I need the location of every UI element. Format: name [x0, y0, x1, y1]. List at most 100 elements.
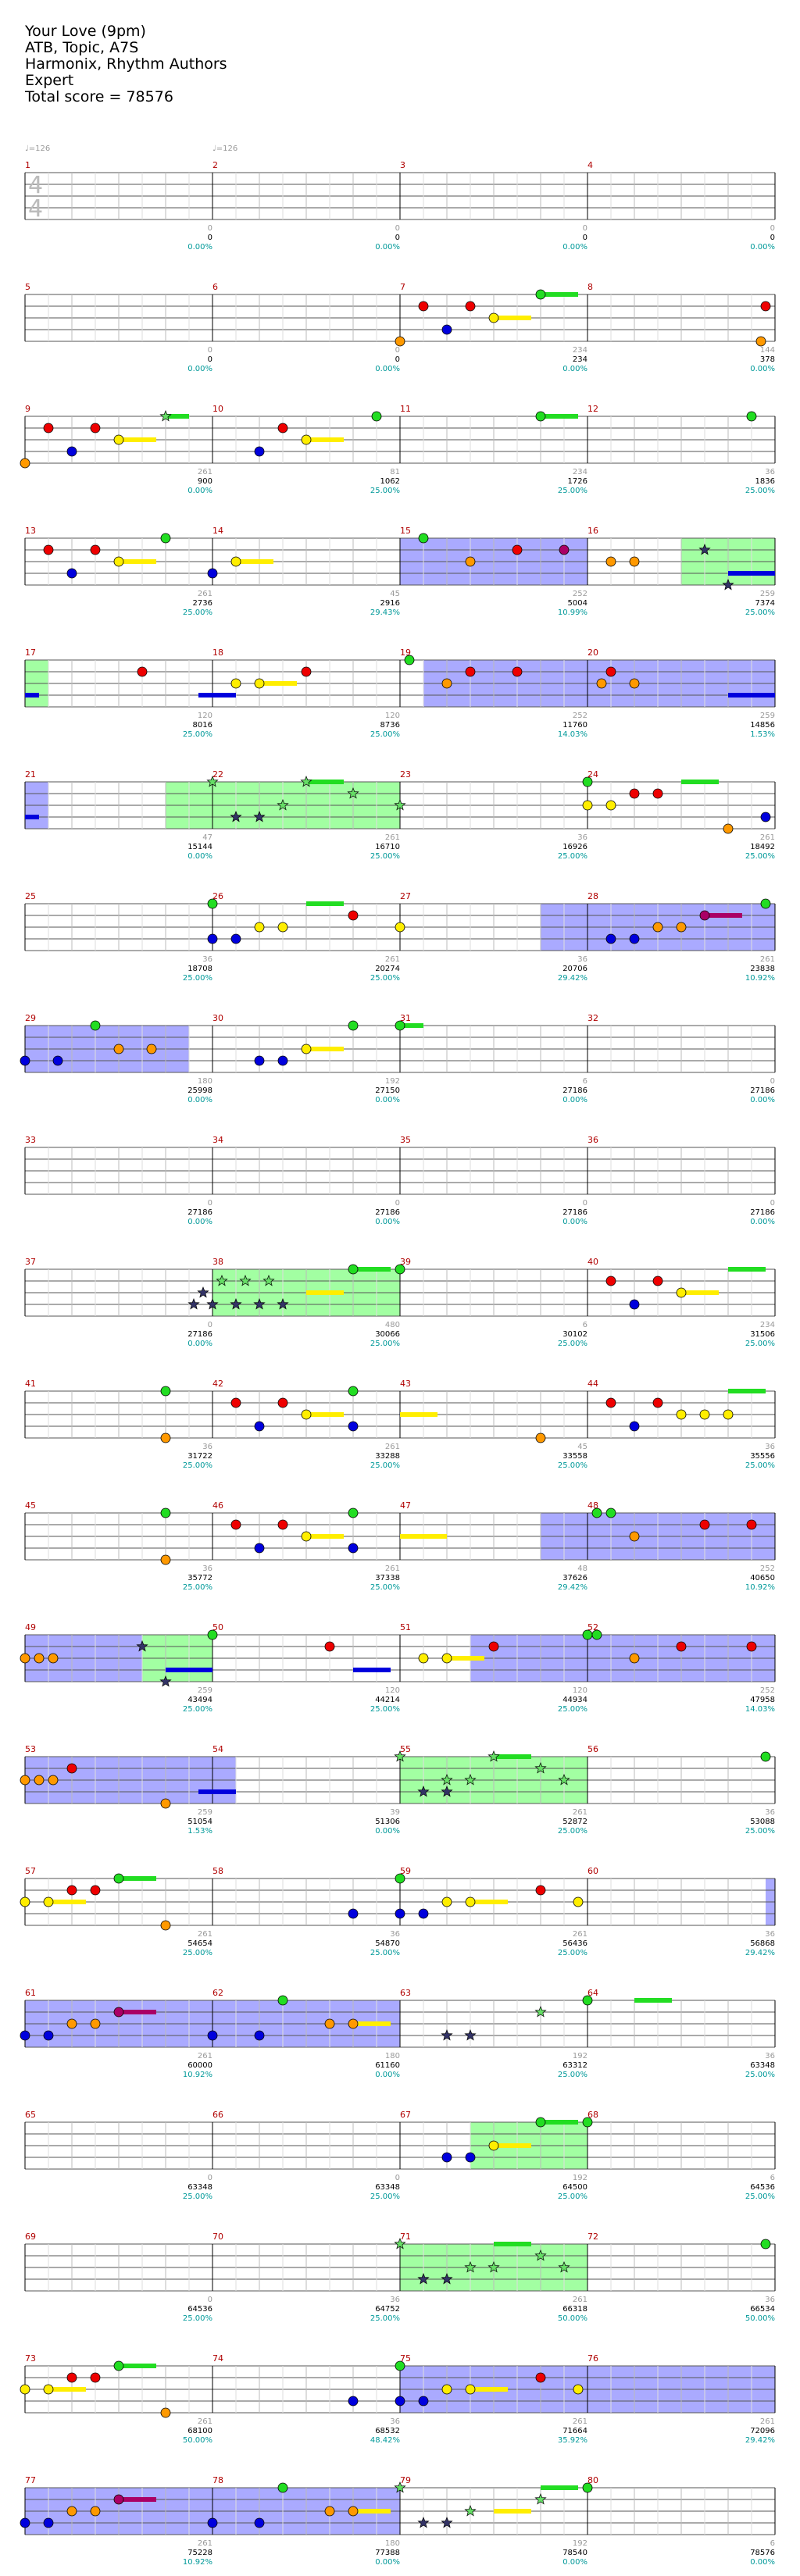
star-note	[464, 2261, 477, 2273]
star-note	[534, 2250, 547, 2261]
song-artist: ATB, Topic, A7S	[25, 39, 139, 56]
star-note	[441, 1774, 453, 1786]
note-gem	[605, 1397, 616, 1408]
measure-score: 234	[573, 468, 588, 476]
note-gem	[629, 1531, 640, 1542]
cumulative-score: 72096	[750, 2427, 775, 2435]
note-gem	[254, 678, 265, 689]
note-gem	[207, 933, 218, 944]
star-note	[534, 2006, 547, 2018]
measure-score: 120	[198, 712, 212, 720]
cumulative-score: 14856	[750, 721, 775, 730]
note-gem	[629, 1299, 640, 1310]
cumulative-score: 44214	[375, 1696, 400, 1704]
star-note	[488, 2261, 500, 2273]
note-gem	[418, 2396, 429, 2407]
star-power-percent: 25.00%	[183, 2192, 212, 2201]
note-gem	[488, 2140, 499, 2151]
star-power-percent: 0.00%	[562, 243, 588, 252]
note-gem	[113, 2494, 124, 2505]
measure-number: 23	[400, 769, 411, 780]
note-gem	[48, 1653, 59, 1664]
cumulative-score: 63348	[188, 2183, 212, 2192]
note-gem	[20, 1653, 30, 1664]
star-note	[417, 2517, 430, 2528]
star-power-percent: 25.00%	[183, 1583, 212, 1592]
note-gem	[20, 2517, 30, 2528]
cumulative-score: 61160	[375, 2061, 400, 2070]
measure-score: 0	[395, 2174, 400, 2182]
note-gem	[66, 2372, 77, 2383]
measure-number: 14	[212, 526, 223, 536]
measure-number: 61	[25, 1988, 36, 1998]
cumulative-score: 8016	[193, 721, 212, 730]
note-gem	[699, 1519, 710, 1530]
note-gem	[254, 2030, 265, 2041]
measure-score: 192	[573, 2174, 588, 2182]
star-power-percent: 0.00%	[188, 1096, 212, 1104]
note-gem	[465, 2152, 476, 2163]
cumulative-score: 0	[395, 355, 400, 364]
measure-score: 192	[573, 2539, 588, 2548]
note-gem	[277, 1519, 288, 1530]
note-gem	[605, 933, 616, 944]
star-power-percent: 29.42%	[745, 2436, 775, 2445]
measure-number: 46	[212, 1500, 223, 1511]
note-gem	[582, 2117, 593, 2128]
note-gem	[348, 1543, 359, 1554]
star-power-percent: 25.00%	[370, 2314, 400, 2323]
star-power-percent: 25.00%	[558, 1461, 588, 1470]
note-gem	[90, 2018, 101, 2029]
cumulative-score: 52872	[562, 1818, 588, 1826]
star-note	[441, 2273, 453, 2285]
note-gem	[723, 823, 734, 834]
measure-score: 259	[198, 1686, 212, 1695]
star-power-percent: 29.42%	[745, 1949, 775, 1957]
cumulative-score: 33558	[562, 1452, 588, 1461]
cumulative-score: 5004	[568, 599, 588, 608]
measure-number: 40	[588, 1257, 598, 1267]
note-gem	[723, 1409, 734, 1420]
note-gem	[755, 336, 766, 347]
measure-number: 45	[25, 1500, 36, 1511]
star-note	[188, 1298, 200, 1310]
measure-number: 42	[212, 1379, 223, 1389]
star-power-percent: 0.00%	[750, 1096, 775, 1104]
note-gem	[652, 1397, 663, 1408]
measure-score: 48	[577, 1565, 588, 1573]
note-gem	[66, 446, 77, 457]
note-gem	[207, 1629, 218, 1640]
measure-number: 19	[400, 648, 411, 658]
measure-score: 261	[573, 2296, 588, 2304]
note-gem	[20, 1055, 30, 1066]
star-power-percent: 0.00%	[750, 1218, 775, 1226]
star-power-percent: 25.00%	[183, 608, 212, 617]
star-note	[277, 1298, 289, 1310]
star-power-percent: 0.00%	[188, 1218, 212, 1226]
cumulative-score: 16710	[375, 843, 400, 851]
measure-number: 77	[25, 2475, 36, 2485]
measure-number: 41	[25, 1379, 36, 1389]
note-gem	[404, 655, 415, 665]
note-gem	[66, 1885, 77, 1896]
cumulative-score: 30066	[375, 1330, 400, 1339]
measure-number: 36	[588, 1135, 598, 1145]
star-note	[136, 1640, 148, 1652]
note-gem	[301, 666, 312, 677]
note-gem	[676, 1409, 687, 1420]
cumulative-score: 35556	[750, 1452, 775, 1461]
star-note	[534, 1762, 547, 1774]
measure-number: 55	[400, 1744, 411, 1754]
note-gem	[348, 2506, 359, 2517]
measure-score: 180	[385, 2539, 400, 2548]
cumulative-score: 25998	[188, 1086, 212, 1095]
star-power-percent: 0.00%	[375, 365, 400, 373]
cumulative-score: 63348	[375, 2183, 400, 2192]
measure-score: 259	[760, 590, 775, 598]
